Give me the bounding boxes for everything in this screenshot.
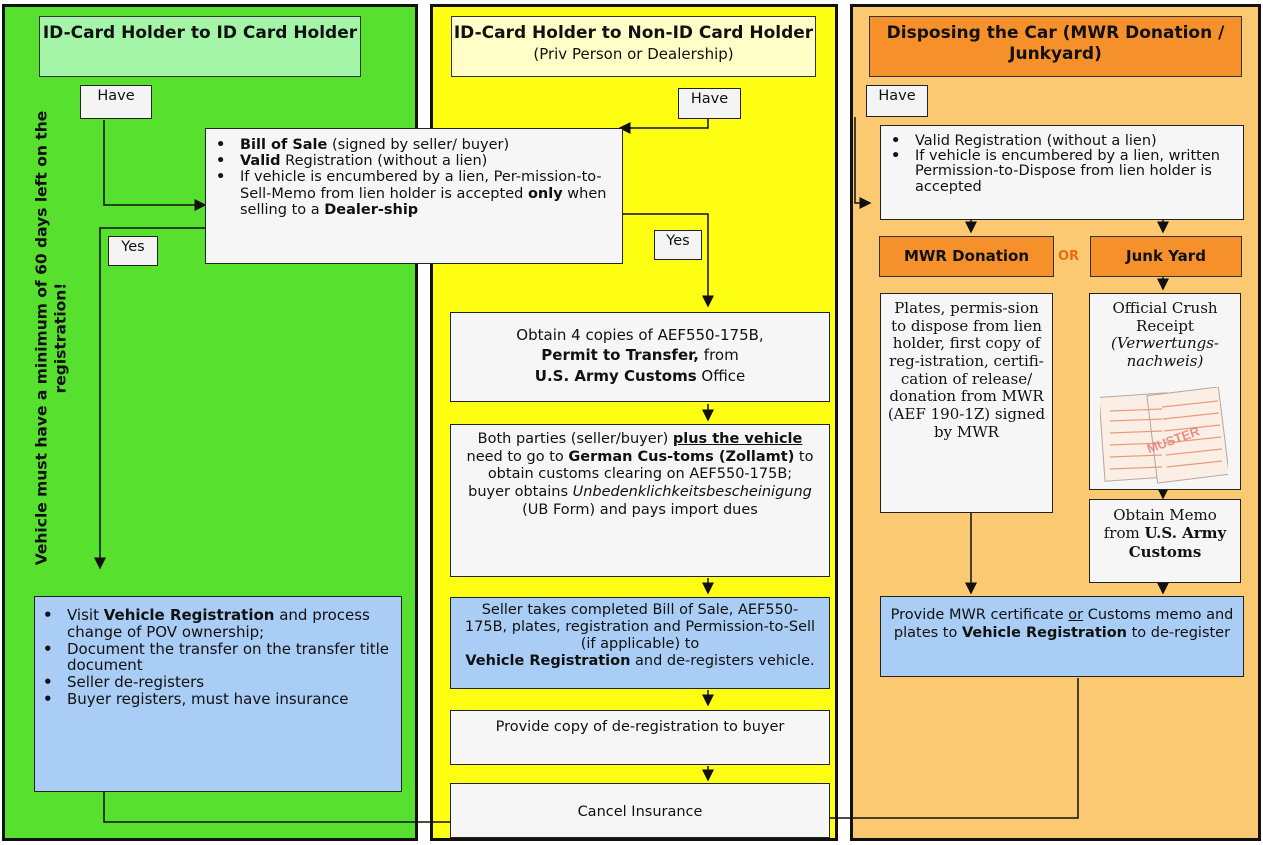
step-buyer-registers: Buyer registers, must have insurance xyxy=(43,691,395,708)
step-seller-deregisters: Seller de-registers xyxy=(43,674,395,691)
col1-header: ID-Card Holder to ID Card Holder xyxy=(39,16,361,77)
junk-yard-option: Junk Yard xyxy=(1090,236,1242,277)
mwr-donation-option: MWR Donation xyxy=(879,236,1054,277)
crush-receipt-image: MUSTER xyxy=(1100,387,1228,484)
col3-header: Disposing the Car (MWR Donation / Junkya… xyxy=(869,16,1242,77)
req-lien-permission: If vehicle is encumbered by a lien, Per-… xyxy=(216,169,616,218)
or-label: OR xyxy=(1058,249,1080,264)
min-60-days-note: Vehicle must have a minimum of 60 days l… xyxy=(32,110,70,566)
sale-requirements: Bill of Sale (signed by seller/ buyer) V… xyxy=(205,128,623,264)
step-obtain-permit: Obtain 4 copies of AEF550-175B, Permit t… xyxy=(450,312,830,402)
col2-header: ID-Card Holder to Non-ID Card Holder (Pr… xyxy=(451,16,816,77)
disposal-requirements: Valid Registration (without a lien) If v… xyxy=(880,125,1244,220)
step-provide-deregistration-copy: Provide copy of de-registration to buyer xyxy=(450,710,830,765)
step-visit-registration: Visit Vehicle Registration and process c… xyxy=(43,607,395,641)
step-seller-deregisters-vehicle: Seller takes completed Bill of Sale, AEF… xyxy=(450,597,830,689)
req-valid-registration: Valid Registration (without a lien) xyxy=(216,153,616,169)
col1-yes-label: Yes xyxy=(108,236,158,266)
req-bill-of-sale: Bill of Sale (signed by seller/ buyer) xyxy=(216,137,616,153)
req-valid-registration-dispose: Valid Registration (without a lien) xyxy=(891,133,1237,149)
provide-mwr-certificate: Provide MWR certificate or Customs memo … xyxy=(880,596,1244,677)
step-document-transfer: Document the transfer on the transfer ti… xyxy=(43,640,395,675)
col2-yes-label: Yes xyxy=(654,230,702,260)
col3-have-label: Have xyxy=(866,85,928,117)
step-german-customs: Both parties (seller/buyer) plus the veh… xyxy=(450,424,830,577)
step-cancel-insurance: Cancel Insurance xyxy=(450,783,830,838)
obtain-customs-memo: Obtain Memo from U.S. Army Customs xyxy=(1089,499,1241,583)
col1-registration-steps: Visit Vehicle Registration and process c… xyxy=(34,596,402,792)
col2-have-label: Have xyxy=(678,88,741,119)
req-lien-permission-dispose: If vehicle is encumbered by a lien, writ… xyxy=(891,149,1237,195)
col1-have-label: Have xyxy=(80,85,152,119)
mwr-donation-requirements: Plates, permis-sion to dispose from lien… xyxy=(880,293,1053,513)
